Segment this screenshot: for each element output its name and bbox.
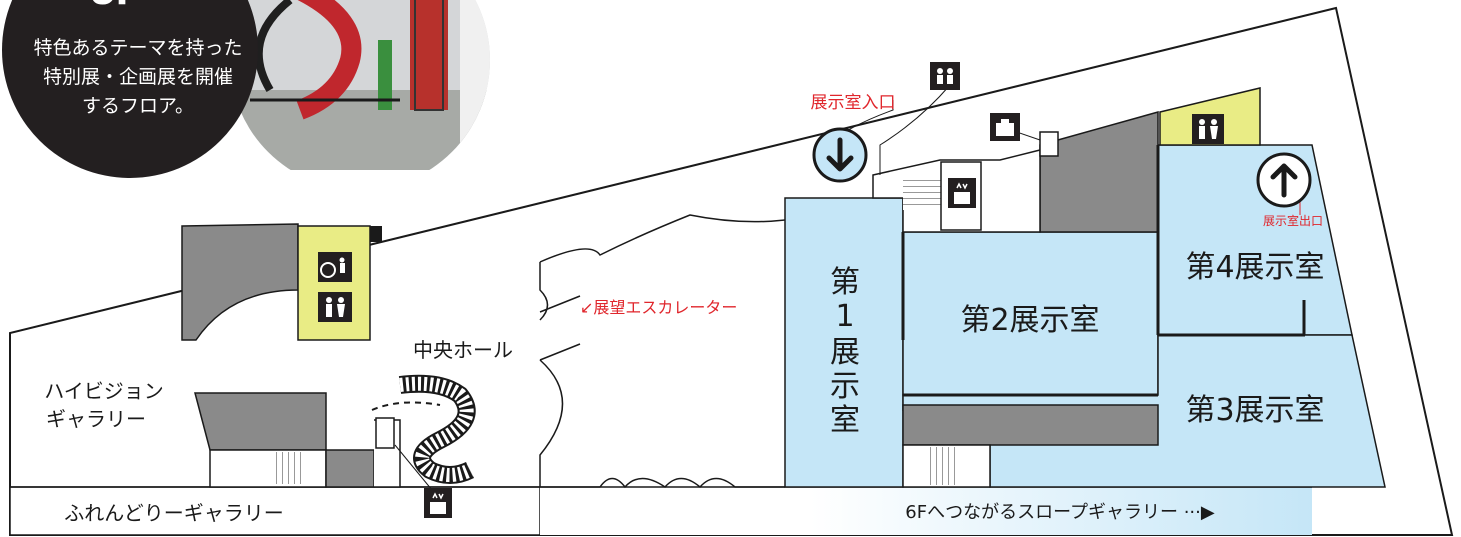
stairs-left [272,452,302,484]
left-restroom-block [297,225,371,341]
hivision-label-2: ギャラリー [46,407,146,431]
restroom-icon [1192,114,1224,144]
elevator-icon [424,488,452,518]
central-hall-wall [539,214,786,263]
exit-label: 展示室出口 [1263,213,1323,228]
nursing-room-icon [930,62,960,90]
floor-badge-circle [2,0,258,178]
floor-description-line1: 特色あるテーマを持った [33,37,242,59]
friendly-gallery-label: ふれんどりーギャラリー [64,501,283,525]
stairs-bottom [930,447,958,485]
accessible-restroom-icon [318,252,352,282]
service-block-room3 [902,404,1159,446]
room-1-label-char1: 第 [830,265,860,300]
stairs-top [903,178,941,210]
floor-description-line2: 特別展・企画展を開催 [43,66,233,88]
entrance-label: 展示室入口 [811,93,896,113]
spiral-staircase [371,374,476,484]
slope-gallery-area [540,487,1312,535]
floor-number: 5F [90,0,144,14]
central-hall-label: 中央ホール [413,338,513,362]
room-1-label-char5: 室 [830,403,860,438]
exit-arrow-group [1256,152,1312,208]
room-1-label-char2: 1 [835,299,854,334]
slope-gallery-label: 6Fへつながるスロープギャラリー ···▶ [905,502,1215,523]
escalator-label: ↙展望エスカレーター [580,298,737,317]
room-4-label: 第4展示室 [1185,250,1324,285]
room-3-label: 第3展示室 [1185,393,1324,428]
hivision-label-1: ハイビジョン [44,379,164,403]
staircase-photo [230,0,490,170]
hivision-gallery-block [194,392,327,451]
floor-description-line3: するフロア。 [82,95,194,117]
restroom-icon [318,292,352,322]
room-2-label: 第2展示室 [960,303,1099,338]
room-2 [902,231,1159,396]
entrance-arrow-group [812,127,868,183]
locker-icon [990,113,1020,141]
room-1-label-char3: 展 [830,335,860,370]
room-1-label-char4: 示 [830,369,860,404]
elevator-icon [948,178,976,208]
